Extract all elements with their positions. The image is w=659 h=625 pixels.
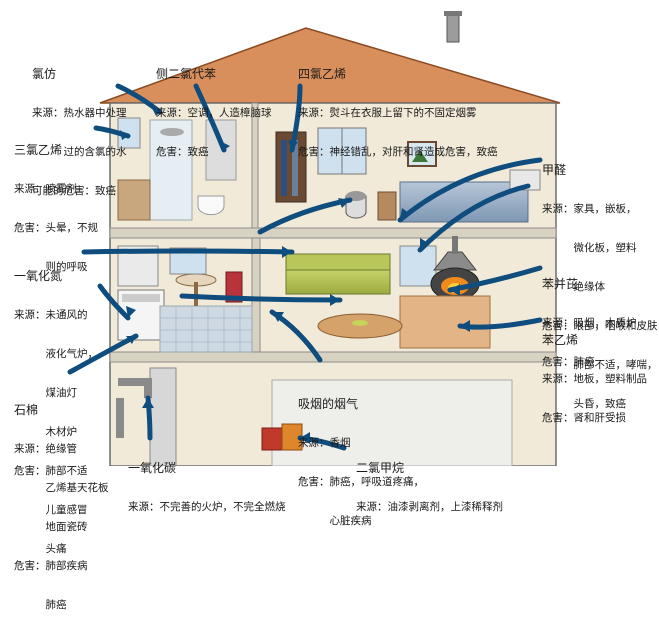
label-chloroform-line: 来源：热水器中处理	[32, 107, 127, 119]
label-styrene-title: 苯乙烯	[542, 333, 579, 347]
label-tetrachloroethylene-line: 危害：神经错乱，对肝和肾造成危害，致癌	[298, 146, 498, 158]
label-trichloroethylene: 三氯乙烯 来源：喷雾剂 危害：头晕，不规 则的呼吸	[14, 118, 98, 287]
label-methylene-chloride-title: 二氯甲烷	[356, 461, 405, 475]
label-dichlorobenzene-title: 侧二氯代苯	[156, 67, 217, 81]
kitchen-chair	[225, 271, 243, 303]
sofa	[285, 267, 391, 295]
label-asbestos-title: 石棉	[14, 403, 39, 417]
label-asbestos-line: 乙烯基天花板	[14, 482, 109, 494]
label-trichloroethylene-line: 则的呼吸	[14, 261, 88, 273]
label-asbestos-line: 地面瓷砖	[14, 521, 88, 533]
arrow-nitrogen-1	[81, 248, 295, 255]
arrow-formaldehyde-2	[417, 183, 531, 253]
label-tobacco-smoke-title: 吸烟的烟气	[298, 397, 359, 411]
house-illustration	[67, 11, 561, 466]
water-heater	[149, 367, 177, 466]
label-formaldehyde-line: 肺部不适，哮喘，	[542, 359, 658, 371]
label-nitrogen-oxides-line: 煤油灯	[14, 387, 77, 399]
label-nitrogen-oxides-title: 一氧化氮	[14, 269, 63, 283]
label-carbon-monoxide: 一氧化碳 来源：不完善的火炉，不完全燃烧	[128, 436, 286, 527]
label-methylene-chloride-line: 来源：油漆剥离剂，上漆稀释剂	[356, 501, 503, 513]
label-asbestos-line: 来源：绝缘管	[14, 443, 77, 455]
arrow-heads	[120, 104, 470, 444]
label-chloroform-line: 过的含氯的水	[32, 146, 127, 158]
label-formaldehyde-line: 微化板，塑料	[542, 242, 637, 254]
label-formaldehyde-line: 危害：眼部，咽喉和皮肤	[542, 320, 658, 332]
label-dichlorobenzene-line: 危害：致癌	[156, 146, 209, 158]
label-tetrachloroethylene-title: 四氯乙烯	[298, 67, 347, 81]
label-styrene-line: 来源：地板，塑料制品	[542, 373, 647, 385]
basement-floor	[271, 379, 513, 466]
label-chloroform: 氯仿 来源：热水器中处理 过的含氯的水 可能的危害：致癌	[32, 42, 127, 211]
label-benzopyrene-title: 苯并芘	[542, 277, 579, 291]
label-tetrachloroethylene-line: 来源：熨斗在衣服上留下的不固定烟雾	[298, 107, 477, 119]
label-trichloroethylene-line: 危害：头晕，不规	[14, 222, 98, 234]
label-formaldehyde: 甲醛 来源：家具，嵌板， 微化板，塑料 绝缘体 危害：眼部，咽喉和皮肤 肺部不适…	[542, 138, 658, 424]
label-asbestos-line: 危害：肺部疾病	[14, 560, 88, 572]
arrow-house-flow	[179, 293, 343, 303]
shower	[149, 119, 193, 221]
label-asbestos-line: 肺癌	[14, 599, 67, 611]
label-formaldehyde-title: 甲醛	[542, 163, 567, 177]
label-styrene: 苯乙烯 来源：地板，塑料制品 危害：肾和肝受损	[542, 308, 647, 438]
label-tetrachloroethylene: 四氯乙烯 来源：熨斗在衣服上留下的不固定烟雾 危害：神经错乱，对肝和肾造成危害，…	[298, 42, 498, 172]
chimney	[446, 13, 460, 43]
arrow-nitrogen-2	[97, 283, 131, 321]
label-trichloroethylene-title: 三氯乙烯	[14, 143, 63, 157]
label-tobacco-smoke-line: 来源：香烟	[298, 437, 351, 449]
label-carbon-monoxide-line: 来源：不完善的火炉，不完全燃烧	[128, 501, 286, 513]
label-chloroform-line: 可能的危害：致癌	[32, 185, 116, 197]
kitchen-floor	[159, 305, 253, 353]
label-asbestos: 石棉 来源：绝缘管 乙烯基天花板 地面瓷砖 危害：肺部疾病 肺癌	[14, 378, 109, 625]
toilet	[197, 195, 225, 216]
label-nitrogen-oxides-line: 来源：未通风的	[14, 309, 88, 321]
label-nitrogen-oxides-line: 木材炉	[14, 426, 77, 438]
label-styrene-line: 危害：肾和肝受损	[542, 412, 626, 424]
label-dichlorobenzene: 侧二氯代苯 来源：空调，人造樟脑球 危害：致癌	[156, 42, 272, 172]
label-benzopyrene-line: 来源：吸烟，木质炉	[542, 317, 637, 329]
label-formaldehyde-line: 头昏，致癌	[542, 398, 626, 410]
arrow-formaldehyde-1	[397, 157, 543, 223]
label-formaldehyde-line: 来源：家具，嵌板，	[542, 203, 637, 215]
label-dichlorobenzene-line: 来源：空调，人造樟脑球	[156, 107, 272, 119]
label-benzopyrene-line: 危害：肺癌	[542, 356, 595, 368]
label-benzopyrene: 苯并芘 来源：吸烟，木质炉 危害：肺癌	[542, 252, 637, 382]
label-trichloroethylene-line: 来源：喷雾剂	[14, 183, 77, 195]
label-chloroform-title: 氯仿	[32, 67, 57, 81]
label-carbon-monoxide-title: 一氧化碳	[128, 461, 177, 475]
label-methylene-chloride: 二氯甲烷 来源：油漆剥离剂，上漆稀释剂	[356, 436, 503, 527]
label-nitrogen-oxides-line: 液化气炉，	[14, 348, 98, 360]
label-formaldehyde-line: 绝缘体	[542, 281, 605, 293]
